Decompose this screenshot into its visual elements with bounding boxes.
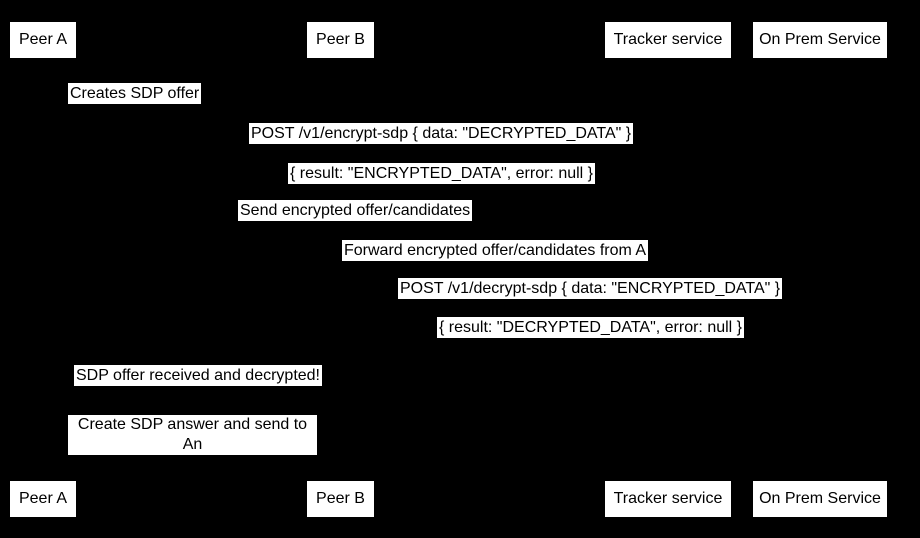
note-line-1: Create SDP answer and send to An — [77, 416, 308, 453]
participant-label: Peer A — [18, 31, 68, 48]
message-result-encrypted-data: { result: "ENCRYPTED_DATA", error: null … — [288, 163, 596, 184]
participant-label: Peer B — [316, 490, 365, 507]
participant-peer-a-bottom: Peer A — [10, 481, 76, 517]
participant-label: Tracker service — [613, 490, 723, 507]
participant-tracker-service-top: Tracker service — [605, 22, 731, 58]
participant-label: Peer A — [18, 490, 68, 507]
message-sdp-offer-received: SDP offer received and decrypted! — [74, 365, 322, 386]
note-create-sdp-answer: Create SDP answer and send to An using t… — [68, 415, 317, 473]
participant-peer-b-top: Peer B — [307, 22, 374, 58]
message-result-decrypted-data: { result: "DECRYPTED_DATA", error: null … — [437, 317, 745, 338]
participant-on-prem-service-bottom: On Prem Service — [753, 481, 887, 517]
participant-label: Tracker service — [613, 31, 723, 48]
message-forward-encrypted-offer: Forward encrypted offer/candidates from … — [342, 240, 649, 261]
participant-label: Peer B — [316, 31, 365, 48]
participant-label: On Prem Service — [759, 31, 881, 48]
message-post-encrypt-sdp: POST /v1/encrypt-sdp { data: "DECRYPTED_… — [249, 123, 634, 144]
participant-label: On Prem Service — [759, 490, 881, 507]
message-creates-sdp-offer: Creates SDP offer — [68, 83, 202, 104]
participant-tracker-service-bottom: Tracker service — [605, 481, 731, 517]
message-send-encrypted-offer: Send encrypted offer/candidates — [238, 200, 473, 221]
participant-peer-a-top: Peer A — [10, 22, 76, 58]
participant-on-prem-service-top: On Prem Service — [753, 22, 887, 58]
message-post-decrypt-sdp: POST /v1/decrypt-sdp { data: "ENCRYPTED_… — [398, 278, 783, 299]
participant-peer-b-bottom: Peer B — [307, 481, 374, 517]
note-line-2: using the same mechanism — [95, 456, 290, 473]
